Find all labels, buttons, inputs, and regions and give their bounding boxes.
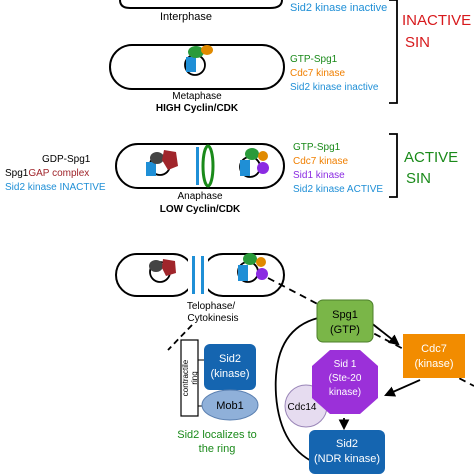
inactive-label: INACTIVE xyxy=(402,12,471,29)
anaphase-ring-green xyxy=(201,144,215,188)
anaphase-cdc7: Cdc7 kinase xyxy=(293,156,348,167)
anaphase-label: Anaphase xyxy=(177,191,222,202)
spg1-box-line1: Spg1 xyxy=(332,309,358,321)
pathway-inset: Spg1 (GTP) Cdc7 (kinase) Cdc14 Sid 1 (St… xyxy=(274,299,465,474)
sid1-line3: kinase) xyxy=(329,387,361,398)
active-sin-label: SIN xyxy=(406,170,431,187)
anaphase-sid2-active: Sid2 kinase ACTIVE xyxy=(293,184,383,195)
anaphase-spg1-prefix: Spg1 xyxy=(5,168,29,179)
cdc7-kinase-box xyxy=(403,334,465,378)
spg1-box-line2: (GTP) xyxy=(330,324,360,336)
ring-caption-1: Sid2 localizes to xyxy=(177,429,257,441)
anaphase-gdp-spg1: GDP-Spg1 xyxy=(42,154,91,165)
telophase-left-spg1 xyxy=(149,260,163,272)
sid2-ndr-line2: (NDR kinase) xyxy=(314,453,380,465)
zoom-guide-left xyxy=(167,324,193,351)
anaphase-stage: GDP-Spg1 Spg1GAP complex Sid2 kinase INA… xyxy=(5,142,383,215)
anaphase-left-spg1-gdp xyxy=(150,152,164,164)
inactive-bracket-line xyxy=(389,0,398,104)
sid2-ndr-box xyxy=(309,430,385,474)
metaphase-spg1-marker xyxy=(188,46,204,58)
interphase-cell xyxy=(119,0,283,9)
cdc7-box-line2: (kinase) xyxy=(414,358,453,370)
sid1-octagon xyxy=(312,350,378,414)
ring-caption-2: the ring xyxy=(199,443,236,455)
ring-label-line1: contractile xyxy=(181,359,190,396)
metaphase-cell xyxy=(109,44,285,90)
anaphase-right-spg1 xyxy=(245,148,259,160)
cdc7-box-line1: Cdc7 xyxy=(421,343,447,355)
contractile-ring-label: contractilering xyxy=(181,359,199,396)
telophase-division-gap xyxy=(188,256,208,294)
metaphase-label: Metaphase xyxy=(172,91,222,102)
metaphase-gtp-spg1: GTP-Spg1 xyxy=(290,54,338,65)
telophase-ring-right xyxy=(201,256,204,294)
mob1-label: Mob1 xyxy=(216,400,244,412)
anaphase-sid2-inactive: Sid2 kinase INACTIVE xyxy=(5,182,106,193)
anaphase-gap-complex-text: GAP complex xyxy=(28,168,89,179)
interphase-sid2-note: Sid2 kinase inactive xyxy=(290,2,387,14)
inactive-sin-label: SIN xyxy=(405,34,430,51)
metaphase-cdk: HIGH Cyclin/CDK xyxy=(156,103,239,114)
anaphase-left-gap-complex xyxy=(162,150,178,170)
anaphase-right-sid1 xyxy=(257,162,269,174)
spg1-gtp-box xyxy=(316,299,374,343)
metaphase-stage: GTP-Spg1 Cdc7 kinase Sid2 kinase inactiv… xyxy=(109,44,379,114)
telophase-right-sid2 xyxy=(238,265,248,281)
sid2-ndr-line1: Sid2 xyxy=(336,438,358,450)
spg1-to-cdc7-arrow xyxy=(369,321,400,346)
anaphase-gap-line: Spg1GAP complex xyxy=(5,168,89,179)
anaphase-cdk: LOW Cyclin/CDK xyxy=(160,204,241,215)
sid2-box-line2: (kinase) xyxy=(210,368,249,380)
cdc7-to-sid1-arrow xyxy=(384,379,421,397)
telophase-label-2: Cytokinesis xyxy=(187,313,238,324)
sid1-line1: Sid 1 xyxy=(334,359,357,370)
metaphase-cdc7: Cdc7 kinase xyxy=(290,68,345,79)
active-bracket-line xyxy=(389,133,398,198)
active-sin-bracket: ACTIVE SIN xyxy=(389,133,458,198)
ring-inset: contractilering Sid2 (kinase) Mob1 Sid2 … xyxy=(177,339,259,455)
sid2-box-line1: Sid2 xyxy=(219,353,241,365)
anaphase-sid1: Sid1 kinase xyxy=(293,170,345,181)
telophase-ring-left xyxy=(192,256,195,294)
cdc14-label: Cdc14 xyxy=(288,402,317,413)
metaphase-sid2-marker xyxy=(186,57,196,72)
active-label: ACTIVE xyxy=(404,149,458,166)
telophase-label-1: Telophase/ xyxy=(187,301,236,312)
anaphase-gtp-spg1: GTP-Spg1 xyxy=(293,142,341,153)
mob1-ellipse xyxy=(201,389,259,421)
spg1-to-sid2-arrow xyxy=(274,317,323,468)
sid1-line2: (Ste-20 xyxy=(329,373,362,384)
inactive-sin-bracket: INACTIVE SIN xyxy=(389,0,471,104)
ring-label-line2: ring xyxy=(190,371,199,384)
telophase-right-spg1 xyxy=(243,253,257,265)
interphase-label: Interphase xyxy=(160,11,212,23)
anaphase-right-cdc7 xyxy=(258,151,268,161)
telophase-right-cdc7 xyxy=(256,257,266,267)
telophase-left-gap xyxy=(162,259,176,276)
anaphase-left-sid2 xyxy=(146,162,156,176)
telophase-right-sid1 xyxy=(256,268,268,280)
contractile-ring-box xyxy=(180,339,199,417)
anaphase-right-sid2 xyxy=(240,160,250,176)
telophase-stage: Telophase/ Cytokinesis xyxy=(115,253,285,324)
interphase-stage: Interphase Sid2 kinase inactive xyxy=(119,0,387,23)
metaphase-sid2: Sid2 kinase inactive xyxy=(290,82,379,93)
anaphase-ring-blue xyxy=(196,147,199,185)
sid2-kinase-box xyxy=(204,344,256,390)
metaphase-cdc7-marker xyxy=(201,45,213,55)
